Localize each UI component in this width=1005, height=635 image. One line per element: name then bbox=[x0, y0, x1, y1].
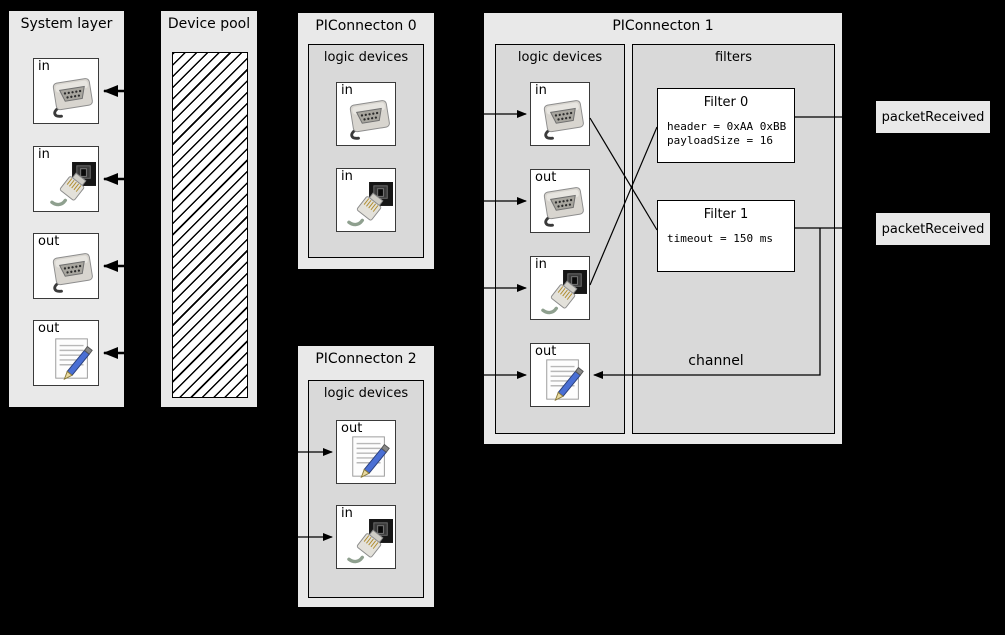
filter-0-box: Filter 0 header = 0xAA 0xBB payloadSize … bbox=[657, 88, 795, 163]
packet-received-box-1: packetReceived bbox=[875, 212, 991, 246]
device-label: in bbox=[341, 169, 353, 184]
script-icon bbox=[347, 434, 393, 480]
device-label: in bbox=[38, 147, 50, 162]
filter-0-param-payload: payloadSize = 16 bbox=[667, 134, 773, 147]
device-label: in bbox=[535, 257, 547, 272]
serial-port-icon bbox=[50, 249, 96, 295]
ethernet-icon bbox=[347, 182, 393, 228]
device-label: out bbox=[341, 421, 363, 436]
device-label: in bbox=[341, 83, 353, 98]
serial-port-icon bbox=[541, 183, 587, 229]
pool-pic0-arrows bbox=[261, 110, 290, 204]
piconnecton1-filters-title: filters bbox=[714, 50, 752, 65]
device-label: out bbox=[535, 170, 557, 185]
packet-received-box-0: packetReceived bbox=[875, 100, 991, 134]
ethernet-icon bbox=[50, 162, 96, 208]
filter-0-param-header: header = 0xAA 0xBB bbox=[667, 120, 787, 133]
pic2-device-in-ethernet: in bbox=[336, 505, 396, 569]
pic0-device-in-ethernet: in bbox=[336, 168, 396, 232]
piconnecton1-title: PIConnecton 1 bbox=[612, 18, 714, 34]
serial-port-icon bbox=[541, 96, 587, 142]
device-label: in bbox=[38, 59, 50, 74]
ethernet-icon bbox=[347, 519, 393, 565]
ethernet-icon bbox=[541, 270, 587, 316]
piconnecton0-title: PIConnecton 0 bbox=[315, 18, 417, 34]
filter-0-params: header = 0xAA 0xBB payloadSize = 16 bbox=[658, 120, 794, 148]
device-pool-hatch bbox=[172, 52, 248, 398]
system-device-out-serial: out bbox=[33, 233, 99, 299]
channel-label: channel bbox=[688, 353, 744, 369]
pic1-device-in-ethernet: in bbox=[530, 256, 590, 320]
piconnecton1-logic-devices-title: logic devices bbox=[517, 50, 603, 65]
piconnecton2-title: PIConnecton 2 bbox=[315, 351, 417, 367]
device-label: out bbox=[535, 344, 557, 359]
pic1-device-out-script: out bbox=[530, 343, 590, 407]
system-layer-title: System layer bbox=[20, 16, 113, 32]
device-label: out bbox=[38, 321, 60, 336]
script-icon bbox=[50, 336, 96, 382]
system-device-out-script: out bbox=[33, 320, 99, 386]
system-device-in-ethernet: in bbox=[33, 146, 99, 212]
packet-received-label: packetReceived bbox=[881, 109, 985, 125]
system-device-in-serial: in bbox=[33, 58, 99, 124]
device-label: out bbox=[38, 234, 60, 249]
packet-received-label: packetReceived bbox=[881, 221, 985, 237]
serial-port-icon bbox=[347, 96, 393, 142]
pic1-device-in-serial: in bbox=[530, 82, 590, 146]
filter-1-title: Filter 1 bbox=[703, 207, 749, 222]
device-label: in bbox=[535, 83, 547, 98]
filter-1-box: Filter 1 timeout = 150 ms bbox=[657, 200, 795, 272]
script-icon bbox=[541, 357, 587, 403]
pic0-device-in-serial: in bbox=[336, 82, 396, 146]
piconnecton2-logic-devices-title: logic devices bbox=[323, 386, 409, 401]
filter-1-param-timeout: timeout = 150 ms bbox=[667, 232, 773, 245]
piconnecton0-logic-devices-title: logic devices bbox=[323, 50, 409, 65]
device-pool-title: Device pool bbox=[167, 16, 251, 32]
device-label: in bbox=[341, 506, 353, 521]
filter-0-title: Filter 0 bbox=[703, 95, 749, 110]
pic2-device-out-script: out bbox=[336, 420, 396, 484]
serial-port-icon bbox=[50, 74, 96, 120]
pic1-device-out-serial: out bbox=[530, 169, 590, 233]
filter-1-params: timeout = 150 ms bbox=[658, 232, 794, 246]
